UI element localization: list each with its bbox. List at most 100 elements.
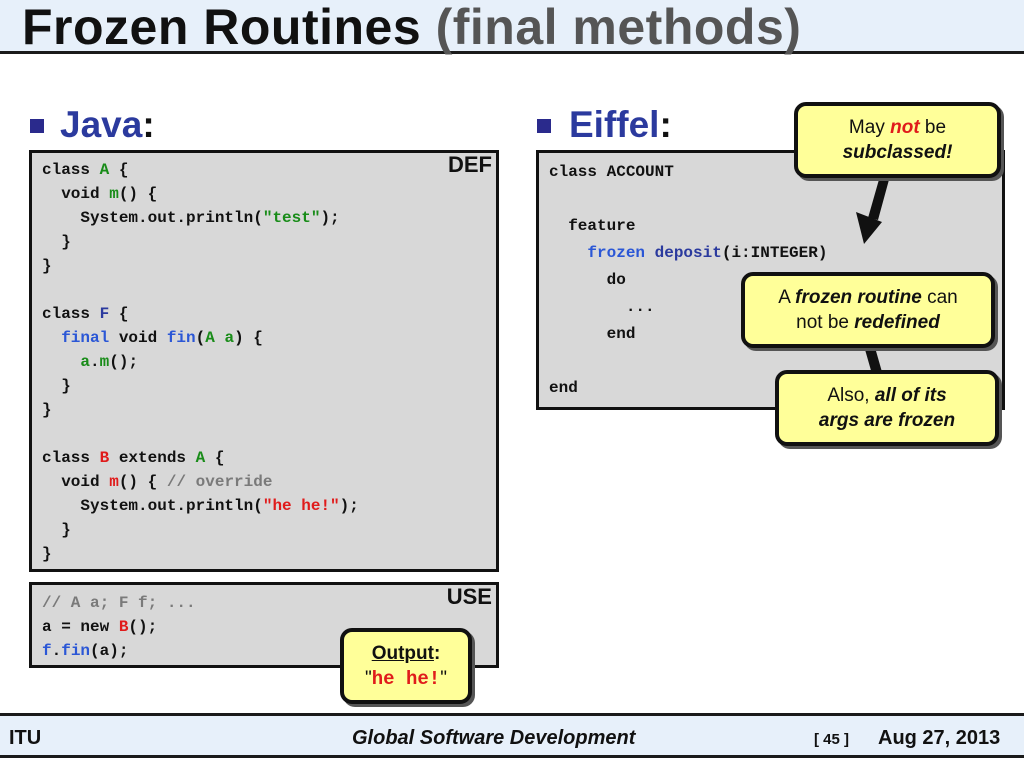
callout-not-text4: subclassed! xyxy=(842,142,953,163)
code-token: () { xyxy=(118,185,158,203)
code-line: System.out.println("he he!"); xyxy=(42,494,359,518)
code-token: System.out.println( xyxy=(42,209,263,227)
callout-frozen-text3: can xyxy=(921,287,958,308)
code-line: } xyxy=(42,542,359,566)
callout-not-text2: not xyxy=(890,117,920,138)
callout-frozen-text4: not be xyxy=(796,312,855,333)
code-token: fin xyxy=(166,329,196,347)
code-token: { xyxy=(205,449,225,467)
code-token: deposit xyxy=(654,244,722,262)
code-line: class B extends A { xyxy=(42,446,359,470)
output-label: Output xyxy=(371,643,434,664)
callout-not-line1: May not be xyxy=(798,115,997,140)
code-line: class A { xyxy=(42,158,359,182)
code-line: end xyxy=(549,375,827,402)
callout-not-line2: subclassed! xyxy=(798,140,997,165)
code-token: . xyxy=(90,353,100,371)
code-token: B xyxy=(118,618,129,636)
code-token: () { xyxy=(118,473,167,491)
def-tag: DEF xyxy=(448,152,492,177)
code-token: { xyxy=(109,161,129,179)
callout-args-frozen: Also, all of its args are frozen xyxy=(775,370,999,446)
code-line: ... xyxy=(549,294,827,321)
java-def-code-box: DEF class A { void m() { System.out.prin… xyxy=(29,150,499,572)
code-line: // A a; F f; ... xyxy=(42,591,196,615)
output-quote-open: " xyxy=(365,668,372,689)
callout-not-text1: May xyxy=(848,117,891,138)
output-quote-close: " xyxy=(440,668,447,689)
code-token: ) { xyxy=(234,329,263,347)
code-line: do xyxy=(549,267,827,294)
code-token: // A a; F f; ... xyxy=(42,594,196,612)
code-token: void xyxy=(109,329,167,347)
footer-date: Aug 27, 2013 xyxy=(878,727,1001,749)
code-token: m xyxy=(109,185,119,203)
code-token: . xyxy=(51,642,62,660)
code-token: "he he!" xyxy=(262,497,340,515)
title-paren: (final methods) xyxy=(435,0,802,55)
code-line: final void fin(A a) { xyxy=(42,326,359,350)
code-token: final xyxy=(61,329,110,347)
code-token: B xyxy=(99,449,110,467)
code-token: ); xyxy=(320,209,340,227)
code-token: (a); xyxy=(90,642,129,660)
code-line: System.out.println("test"); xyxy=(42,206,359,230)
code-token: } xyxy=(42,257,52,275)
code-line: void m() { xyxy=(42,182,359,206)
output-value: he he! xyxy=(371,668,441,690)
callout-args-line1: Also, all of its xyxy=(779,383,995,408)
code-token: } xyxy=(42,521,71,539)
code-line: frozen deposit(i:INTEGER) xyxy=(549,240,827,267)
callout-frozen-text5: redefined xyxy=(854,312,940,333)
callout-args-text1: Also, xyxy=(827,385,875,406)
connector-line xyxy=(864,344,882,374)
code-line: feature xyxy=(549,213,827,240)
code-token: f xyxy=(42,642,52,660)
title-bar xyxy=(0,0,1024,54)
title-main: Frozen Routines xyxy=(22,0,422,55)
code-line: } xyxy=(42,518,359,542)
callout-frozen-text2: frozen routine xyxy=(795,287,922,308)
code-line: class F { xyxy=(42,302,359,326)
code-token: a xyxy=(80,353,91,371)
code-token: "test" xyxy=(262,209,321,227)
callout-not-subclassed: May not be subclassed! xyxy=(794,102,1001,178)
code-line: } xyxy=(42,374,359,398)
code-token: A a xyxy=(205,329,235,347)
eiffel-heading-colon: : xyxy=(659,104,672,145)
code-token: ); xyxy=(339,497,359,515)
callout-frozen-line1: A frozen routine can xyxy=(745,285,991,310)
code-token: (i:INTEGER) xyxy=(721,244,828,262)
code-line: } xyxy=(42,398,359,422)
code-token: (); xyxy=(128,618,158,636)
page-number: [ 45 ] xyxy=(814,731,850,748)
callout-frozen-text1: A xyxy=(778,287,796,308)
code-line: class ACCOUNT xyxy=(549,159,827,186)
code-token: } xyxy=(42,377,71,395)
java-heading-text: Java xyxy=(60,104,143,145)
eiffel-heading-text: Eiffel xyxy=(569,104,660,145)
code-token: a = new xyxy=(42,618,119,636)
code-token: end xyxy=(549,379,578,397)
bullet-icon xyxy=(30,119,44,133)
code-token: A xyxy=(195,449,206,467)
code-token: } xyxy=(42,401,52,419)
java-heading-colon: : xyxy=(142,104,155,145)
java-use-code: // A a; F f; ...a = new B();f.fin(a); xyxy=(42,591,196,663)
output-colon: : xyxy=(433,643,441,664)
code-token: do xyxy=(549,271,626,289)
output-label-line: Output: xyxy=(344,642,468,666)
code-line: a = new B(); xyxy=(42,615,196,639)
code-token: F xyxy=(99,305,110,323)
code-token: } xyxy=(42,233,71,251)
code-token: feature xyxy=(549,217,636,235)
code-token: m xyxy=(109,473,119,491)
code-line: } xyxy=(42,254,359,278)
code-token: void xyxy=(42,473,110,491)
footer-bar: ITU Global Software Development [ 45 ] A… xyxy=(0,713,1024,758)
code-line: f.fin(a); xyxy=(42,639,196,663)
arrow-shaft xyxy=(868,176,890,220)
code-line: a.m(); xyxy=(42,350,359,374)
code-token: extends xyxy=(109,449,196,467)
